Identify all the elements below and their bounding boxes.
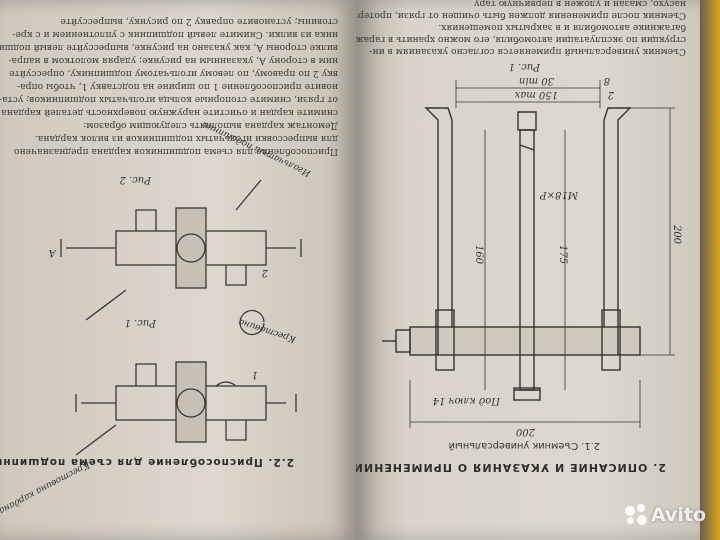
dim-200-horizontal: 200 — [515, 426, 535, 437]
dim-30-min: 30 min — [518, 75, 554, 86]
mark-A: А — [48, 247, 56, 258]
dim-160: 160 — [472, 244, 484, 265]
left-line: Демонтаж кардана выполнять следующим обр… — [83, 120, 338, 131]
page-edge-strip — [700, 0, 720, 540]
left-page: 2.2. Приспособление для съема подшипнико… — [0, 0, 356, 540]
right-line: Съемник после применения должен быть очи… — [356, 10, 686, 21]
left-page-rotated-content: 2.2. Приспособление для съема подшипнико… — [0, 0, 356, 540]
left-line: для выпрессовки игольчатых подшипников и… — [34, 133, 338, 144]
left-line: стовины; установите оправку 2 по рисунку… — [60, 16, 338, 27]
universal-puller-drawing — [382, 80, 675, 428]
right-line: струкции по эксплуатации автомобиля, его… — [356, 34, 686, 45]
right-line: Съемник универсальный применяется соглас… — [369, 46, 686, 57]
left-line: ника из вилки. Снимите левый подшипник с… — [12, 29, 338, 40]
right-page: 2. ОПИСАНИЕ И УКАЗАНИЯ О ПРИМЕНЕНИИ 2.1.… — [356, 0, 700, 540]
left-line: от грязи, снимите стопорные кольца иголь… — [0, 94, 338, 105]
left-line: новите приспособление 1 по ширине на под… — [17, 81, 338, 92]
avito-logo-icon — [624, 504, 647, 526]
right-line: насухо, смазан и уложен в первичную тару — [474, 0, 686, 9]
fig1-caption: Рис. 1 — [124, 317, 157, 328]
right-page-rotated-content: 2. ОПИСАНИЕ И УКАЗАНИЯ О ПРИМЕНЕНИИ 2.1.… — [356, 0, 700, 540]
left-line: вку 2 по правому, по левому игольчатому … — [9, 68, 338, 79]
left-line: вилке стороны А, как указано на рисунке,… — [0, 42, 338, 53]
mark-1: 1 — [251, 369, 258, 380]
dim-175: 175 — [556, 244, 568, 265]
right-line: багажнике автомобиля и в закрытых помеще… — [438, 22, 686, 33]
right-figure-caption: Рис. 1 — [508, 61, 541, 72]
wrench-size-label: Под ключ 14 — [432, 395, 500, 406]
fig2-caption: Рис. 2 — [119, 174, 152, 185]
dim-8: 8 — [603, 75, 610, 86]
left-line: снимите кардан и очистите наружную повер… — [1, 107, 338, 118]
left-line: Приспособление для съема подшипников кар… — [13, 146, 338, 157]
dim-2: 2 — [607, 89, 614, 100]
mark-2: 2 — [261, 267, 268, 278]
thread-label: М18×Р — [539, 189, 578, 200]
left-line: ним в сторону А, указанным на рисунке; у… — [8, 55, 338, 66]
dim-200-vertical: 200 — [670, 224, 682, 245]
avito-watermark-text: Avito — [650, 504, 706, 526]
avito-watermark: Avito — [624, 504, 706, 526]
bearing-puller-drawings — [60, 179, 302, 456]
dim-150-max: 150 max — [514, 89, 558, 100]
